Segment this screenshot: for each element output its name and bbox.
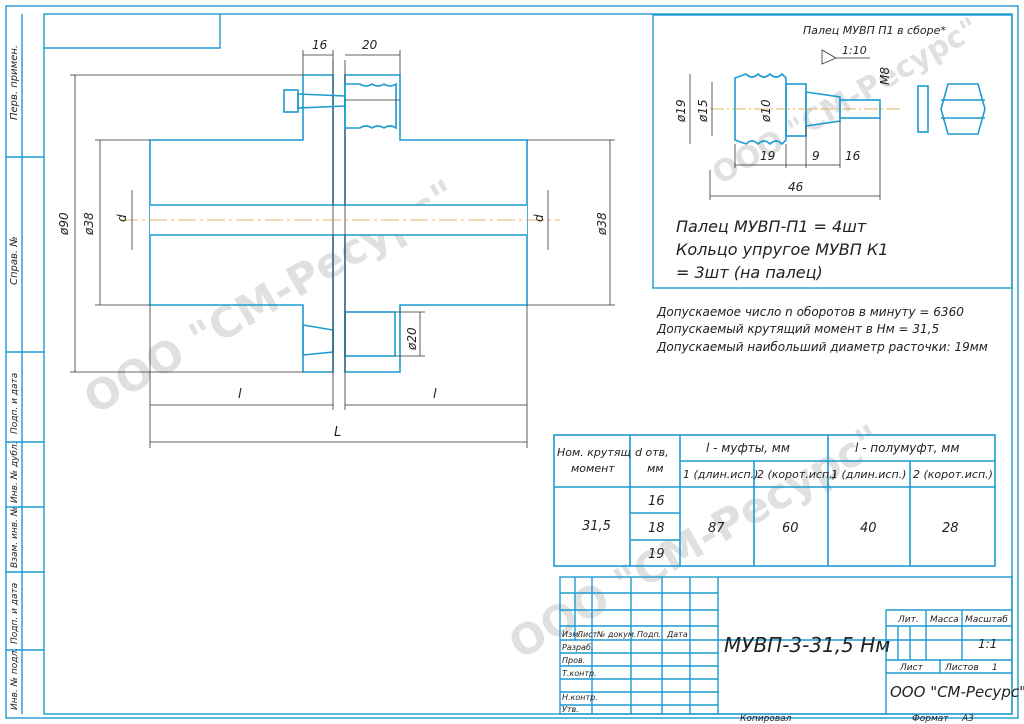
cell-d-18: 18 [648,521,665,536]
tb-massa: Масса [930,615,959,625]
inset-nut [940,83,986,135]
stamp-inv-dubl: Инв. № дубл. [10,441,20,503]
inset-elastic-rings [734,72,787,146]
tb-listov-n: 1 [992,663,998,673]
tb-scale: 1:1 [978,637,997,651]
tb-list2: Лист [899,663,924,673]
th-col-1: 1 (длин.исп.) [683,468,758,481]
inset-dim-16: 16 [845,149,861,163]
cell-v2: 60 [782,521,799,536]
th-col-3: 1 (длин.исп.) [831,468,906,481]
tb-nkontr: Н.контр. [562,693,598,702]
dim-L: L [334,425,341,440]
tb-listov: Листов [944,663,979,673]
dim-20-main: 20 [362,38,378,52]
dim-phi20: ø20 [405,327,419,351]
cell-v1: 87 [708,521,725,536]
inset-washer [917,85,929,133]
outer-border [5,5,1019,719]
th-d-2: мм [647,462,664,475]
inset-dim-m8: M8 [878,67,892,85]
tb-kopiroval: Копировал [740,714,792,724]
tb-format-v: А3 [961,714,974,724]
inner-border [43,13,1013,715]
inset-line-2: Кольцо упругое МУВП К1 [676,240,888,259]
inset-dim-taper: 1:10 [842,44,867,57]
cell-torque: 31,5 [582,519,611,534]
coupling-section [120,60,560,410]
inset-line-3: = 3шт (на палец) [676,263,823,282]
note-2: Допускаемый крутящий момент в Нм = 31,5 [656,322,939,336]
inset-dim-phi15: ø15 [696,99,710,123]
tb-masshtab: Масштаб [965,615,1008,625]
top-left-stamp [44,14,221,49]
tb-utv: Утв. [562,705,579,714]
tb-tkontr: Т.контр. [562,669,597,678]
inset-dim-phi19: ø19 [674,99,688,123]
cell-d-19: 19 [648,547,665,562]
tb-izm: Изм. [562,630,581,639]
tb-designation: МУВП-3-31,5 Нм [724,633,890,657]
note-3: Допускаемый наибольший диаметр расточки:… [656,340,988,354]
inset-dim-46: 46 [788,180,804,194]
tb-doc: № докум. [596,630,636,639]
tb-format: Формат [912,714,949,724]
inset-title: Палец МУВП П1 в сборе* [803,24,946,37]
stamp-podp-data-1: Подп. и дата [10,373,20,434]
pin-assembly-top [283,82,400,130]
th-col-4: 2 (корот.исп.) [913,468,993,481]
th-torque: Ном. крутящ [557,446,631,459]
pin-nut [283,89,299,113]
side-stamp-column: Перв. примен. Справ. № Подп. и дата Инв.… [6,14,44,714]
th-col-2: 2 (корот.исп.) [757,468,837,481]
th-d: d отв, [635,446,669,459]
th-torque-2: момент [571,462,615,475]
technical-notes: Допускаемое число n оборотов в минуту = … [656,305,988,354]
inset-dim-phi10: ø10 [759,99,773,123]
stamp-perv-primen: Перв. примен. [9,45,20,120]
cell-v3: 40 [860,521,877,536]
tb-list: Лист [576,630,598,639]
inset-line-1: Палец МУВП-П1 = 4шт [676,217,867,236]
th-l-mufty: l - муфты, мм [706,441,790,455]
tb-data: Дата [666,630,688,639]
tb-podp: Подп. [637,630,661,639]
stamp-inv-podl: Инв. № подл. [10,648,20,710]
note-1: Допускаемое число n оборотов в минуту = … [656,305,964,319]
pin-hole [344,311,396,357]
spec-table: Ном. крутящ момент d отв, мм l - муфты, … [553,434,996,567]
main-dimensions: 16 20 ø90 ø38 d d ø38 ø20 l l L [57,38,615,448]
tb-lit: Лит. [897,615,919,625]
title-block: Изм. Лист № докум. Подп. Дата Разраб. Пр… [559,576,1024,724]
tb-razrab: Разраб. [562,643,593,652]
dim-l-right: l [433,387,437,402]
stamp-vzam-inv: Взам. инв. № [10,507,20,568]
dim-16-main: 16 [312,38,328,52]
cell-v4: 28 [942,521,959,536]
pin-detail-inset: Палец МУВП П1 в сборе* ø19 ø15 ø10 1:10 … [652,14,1013,289]
dim-phi38-left: ø38 [82,212,96,236]
dim-d-left: d [115,214,129,222]
th-l-polumuft: l - полумуфт, мм [855,441,959,455]
dim-phi90: ø90 [57,212,71,236]
dim-l-left: l [238,387,242,402]
dim-d-right: d [532,214,546,222]
stamp-sprav: Справ. № [9,236,20,285]
tb-company: ООО "СМ-Ресурс" [890,683,1024,701]
dim-phi38-right: ø38 [595,212,609,236]
inset-dim-19: 19 [760,149,775,163]
stamp-podp-data-2: Подп. и дата [10,583,20,644]
elastic-rings [344,82,397,130]
tb-prov: Пров. [562,656,585,665]
inset-dim-9: 9 [812,149,820,163]
cell-d-16: 16 [648,494,665,509]
